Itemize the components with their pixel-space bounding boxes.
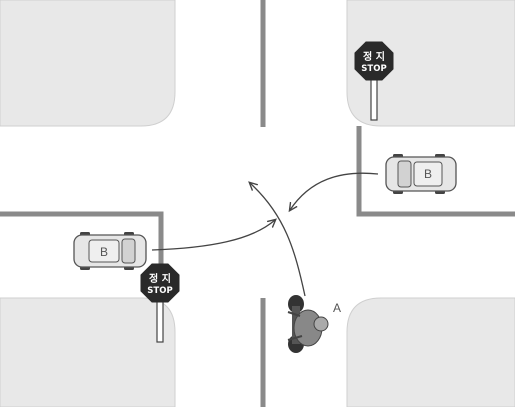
stop-sign-northeast: 정 지 STOP	[354, 41, 394, 121]
arrow-motorcycle-left-turn	[250, 183, 306, 297]
car-label: B	[424, 167, 432, 181]
block-northwest	[0, 0, 176, 127]
sign-post	[156, 297, 164, 343]
car-roof	[413, 161, 443, 187]
sign-korean-text: 정 지	[363, 50, 385, 63]
block-northeast	[346, 0, 515, 127]
block-southwest	[0, 297, 176, 407]
stop-sign-octagon	[140, 263, 180, 303]
sign-english-text: STOP	[361, 64, 386, 74]
windshield	[397, 160, 412, 188]
sign-english-text: STOP	[147, 286, 172, 296]
stop-sign-southwest: 정 지 STOP	[140, 263, 180, 343]
stop-line-east	[356, 126, 515, 217]
car-b-west: B	[73, 232, 147, 270]
rider-arm	[287, 311, 303, 341]
arrow-car-west-turn	[151, 220, 275, 251]
sign-korean-text: 정 지	[149, 272, 171, 285]
stop-sign-octagon	[354, 41, 394, 81]
car-roof	[88, 239, 120, 263]
motorcycle-label: A	[333, 301, 341, 315]
motorcycle-a: A	[287, 295, 341, 353]
car-b-east: B	[385, 154, 457, 194]
block-southeast	[346, 297, 515, 407]
rider-helmet	[313, 316, 329, 332]
arrow-car-east-turn	[290, 172, 379, 210]
sign-post	[370, 75, 378, 121]
car-label: B	[100, 245, 108, 259]
windshield	[121, 238, 136, 264]
